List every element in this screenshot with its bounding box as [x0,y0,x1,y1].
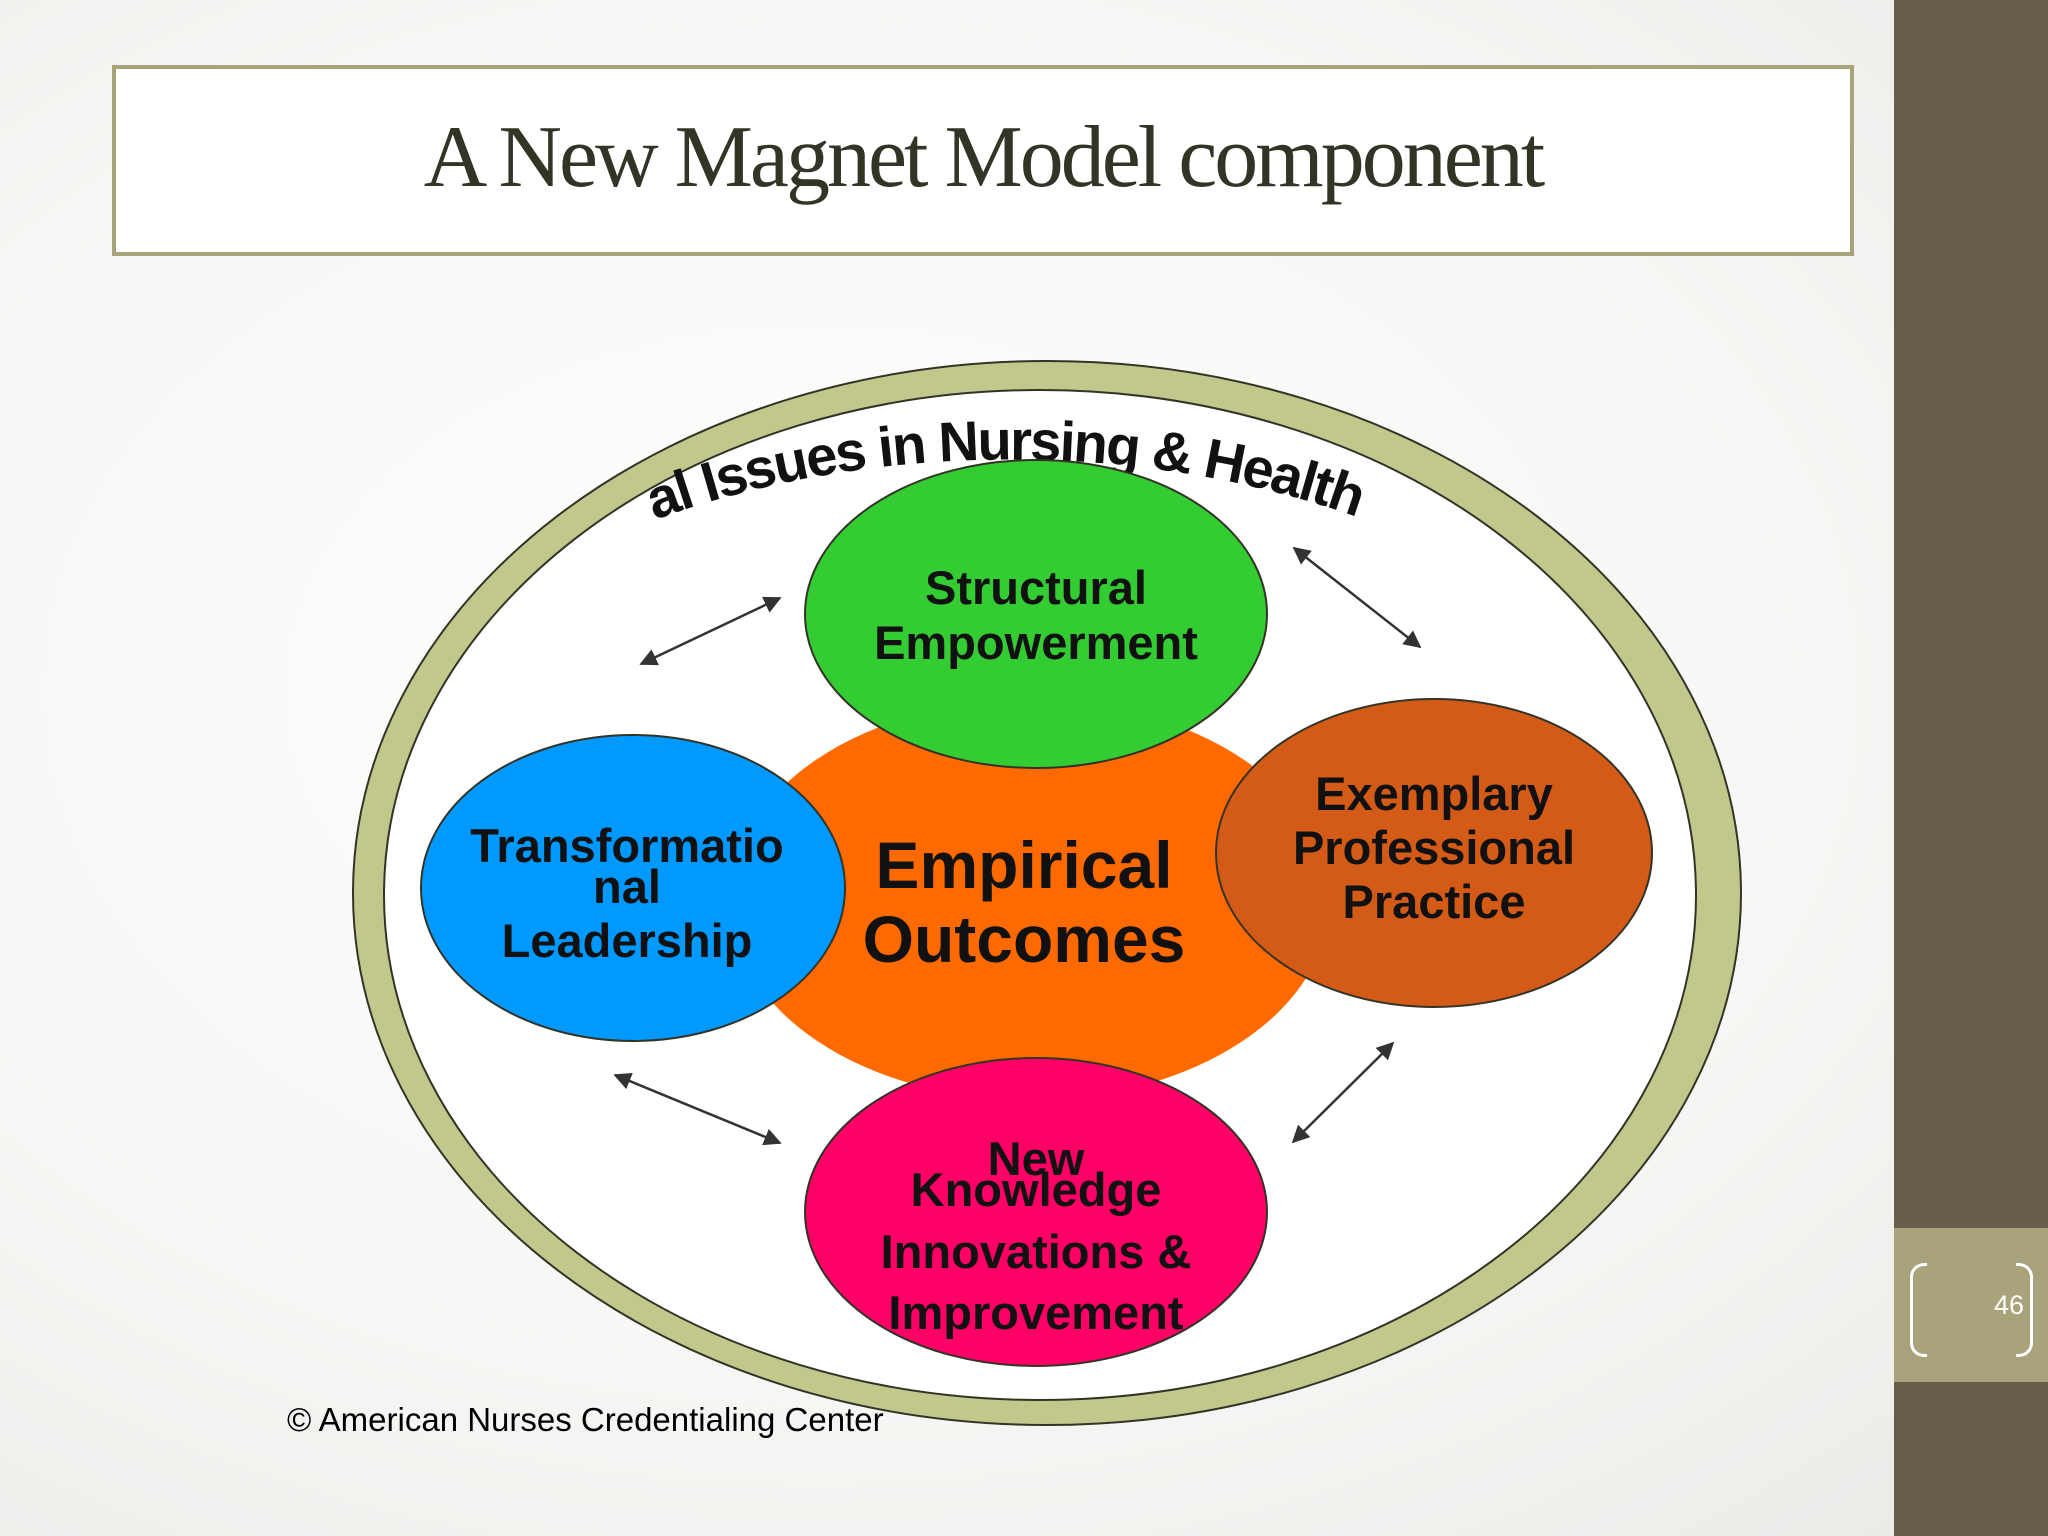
exemplary-practice-ellipse [1215,698,1653,1008]
arrow-top-right [1292,546,1422,649]
right-label-3: Practice [1343,875,1526,928]
top-label-1: Structural [925,561,1147,614]
copyright-notice: © American Nurses Credentialing Center [287,1401,884,1438]
slide-title: A New Magnet Model component [423,109,1545,206]
bottom-label-1: New [988,1132,1085,1185]
right-label-1: Exemplary [1315,767,1553,820]
bottom-label-4: Improvement [888,1286,1183,1339]
new-knowledge-ellipse [804,1057,1268,1367]
arrow-left-bottom [613,1072,782,1146]
page-number: 46 [1993,1290,2025,1320]
left-label-2: nal [593,860,661,913]
arrow-left-top [639,596,782,666]
empirical-outcomes-ellipse [730,700,1330,1100]
arrow-right-bottom [1291,1041,1395,1144]
left-label-1: Transformatio [470,819,783,872]
bottom-label-3: Innovations & [881,1225,1192,1278]
right-label-2: Professional [1293,821,1575,874]
right-bracket-icon [2016,1263,2033,1357]
transformational-leadership-ellipse [420,734,846,1042]
left-bracket-icon [1910,1263,1927,1357]
center-line-2: Outcomes [863,902,1186,976]
structural-empowerment-ellipse [804,459,1268,769]
top-label-2: Empowerment [874,616,1198,669]
title-box: A New Magnet Model component [112,65,1854,256]
bottom-label-2: Knowledge [911,1163,1162,1216]
center-line-1: Empirical [875,828,1172,902]
left-label-3: Leadership [502,914,753,967]
